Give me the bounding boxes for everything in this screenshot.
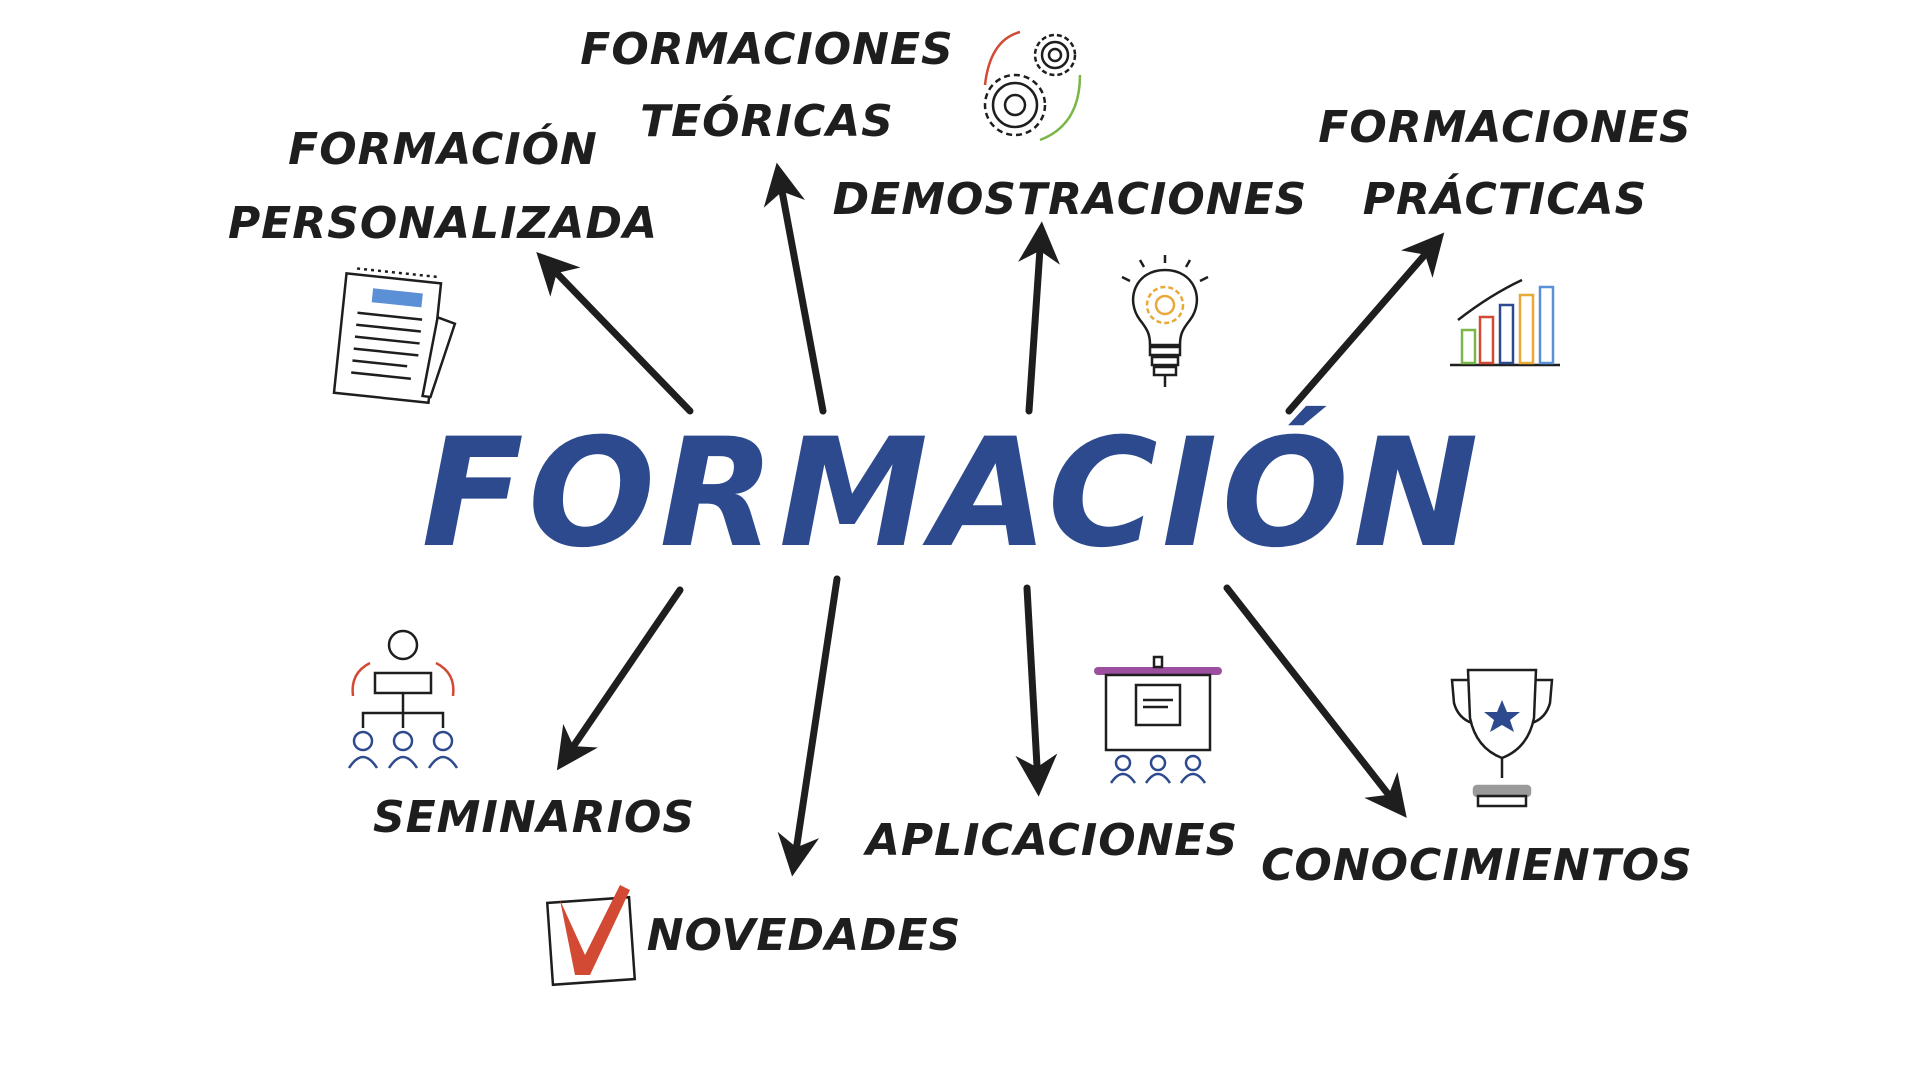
presentation-board-icon: [1094, 655, 1222, 784]
arrow-conocimientos: [1223, 584, 1407, 818]
notepad-pencil-icon: [332, 267, 457, 405]
lightbulb-icon: [1121, 255, 1209, 387]
branch-label-line: FORMACIONES: [580, 24, 953, 75]
branch-novedades: NOVEDADES: [647, 910, 962, 961]
arrow-practicas: [1285, 232, 1445, 415]
gears-icon: [983, 30, 1082, 142]
branch-formaciones-practicas: FORMACIONES PRÁCTICAS: [1318, 102, 1691, 225]
checkmark-icon: [545, 885, 637, 987]
branch-conocimientos: CONOCIMIENTOS: [1261, 840, 1693, 891]
arrow-aplicaciones: [1015, 584, 1058, 797]
branch-label-line: FORMACIONES: [1318, 102, 1691, 153]
branch-label-line: FORMACIÓN: [288, 122, 598, 175]
arrow-teoricas: [763, 162, 827, 415]
branch-label-line: PERSONALIZADA: [228, 198, 658, 249]
branch-formacion-personalizada: FORMACIÓN PERSONALIZADA: [228, 122, 658, 249]
arrows: [536, 162, 1445, 877]
branch-aplicaciones: APLICACIONES: [863, 815, 1238, 866]
org-chart-icon: [347, 629, 459, 769]
bar-chart-icon: [1450, 278, 1560, 367]
branch-formaciones-teoricas: FORMACIONES TEÓRICAS: [580, 24, 953, 147]
central-title: FORMACIÓN: [421, 406, 1482, 581]
arrow-demostraciones: [1018, 221, 1060, 415]
arrow-novedades: [777, 575, 841, 877]
arrow-seminarios: [556, 586, 684, 771]
branch-demostraciones: DEMOSTRACIONES: [833, 174, 1308, 225]
branch-seminarios: SEMINARIOS: [373, 792, 695, 843]
branch-label-line: PRÁCTICAS: [1363, 172, 1648, 225]
trophy-icon: [1450, 668, 1554, 808]
branch-label-line: TEÓRICAS: [640, 94, 894, 147]
arrow-personalizada: [536, 251, 694, 415]
